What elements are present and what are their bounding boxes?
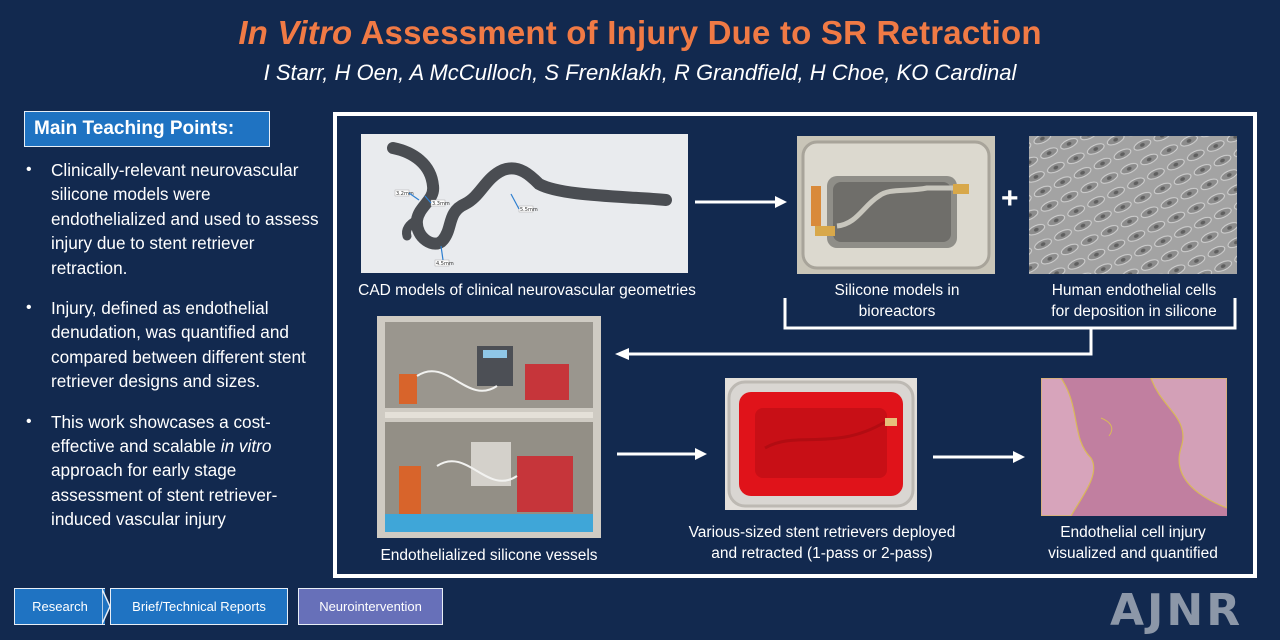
cad-model-image: 3.2mm 3.3mm 5.5mm 4.5mm	[361, 134, 688, 273]
stent-caption-line: Various-sized stent retrievers deployed	[688, 524, 956, 541]
bullet-icon: •	[26, 299, 32, 317]
cells-caption: Human endothelial cells for deposition i…	[1029, 280, 1239, 322]
cad-label-box	[434, 259, 450, 267]
workflow-panel: 3.2mm 3.3mm 5.5mm 4.5mm CAD models of cl…	[333, 112, 1257, 578]
teaching-point-1: • Clinically-relevant neurovascular silic…	[24, 158, 324, 280]
teaching-point-text: approach for early stage assessment of s…	[51, 460, 278, 530]
cells-caption-line: Human endothelial cells	[1051, 282, 1217, 299]
arrow-right-icon	[933, 451, 1025, 463]
teaching-point-text: This work showcases a cost-effective and…	[51, 411, 271, 457]
cad-label: 5.5mm	[520, 207, 538, 213]
tag-brief-technical-reports[interactable]: Brief/Technical Reports	[110, 588, 288, 625]
tag-arrow-point-icon	[102, 588, 111, 625]
title-rest: Assessment of Injury Due to SR Retractio…	[352, 14, 1042, 51]
injury-microscopy-image	[1041, 378, 1227, 516]
teaching-point-2: • Injury, defined as endothelial denudati…	[24, 296, 324, 394]
endothelialized-vessels-image	[377, 316, 601, 538]
vessels-caption: Endothelialized silicone vessels	[380, 547, 598, 564]
cad-vessel-drawing: 3.2mm 3.3mm 5.5mm 4.5mm	[387, 142, 672, 267]
bullet-icon: •	[26, 161, 32, 178]
teaching-point-3: • This work showcases a cost-effective an…	[24, 410, 324, 532]
cells-caption-line: for deposition in silicone	[1051, 303, 1217, 320]
teaching-points-list: • Clinically-relevant neurovascular silic…	[24, 158, 324, 548]
injury-caption: Endothelial cell injury visualized and q…	[1027, 522, 1239, 564]
silicone-bioreactor-image	[797, 136, 995, 274]
bullet-icon: •	[26, 412, 32, 430]
teaching-point-text: Clinically-relevant neurovascular silico…	[51, 160, 319, 278]
arrow-right-icon	[617, 448, 707, 460]
stent-caption-line: and retracted (1-pass or 2-pass)	[711, 545, 933, 562]
cad-label: 4.5mm	[436, 261, 454, 267]
cad-measure-markers	[408, 192, 520, 261]
arrow-right-icon	[695, 196, 787, 208]
silicone-caption-line: bioreactors	[858, 303, 936, 320]
title-italic: In Vitro	[238, 14, 353, 51]
cad-caption: CAD models of clinical neurovascular geo…	[358, 282, 696, 299]
stent-caption: Various-sized stent retrievers deployed …	[667, 522, 977, 564]
tag-research[interactable]: Research	[14, 588, 105, 625]
teaching-point-italic: in vitro	[220, 436, 272, 457]
stent-retriever-image	[725, 378, 917, 510]
teaching-points-heading: Main Teaching Points:	[24, 111, 270, 147]
ajnr-logo: AJNR	[1110, 585, 1244, 636]
cad-label: 3.3mm	[432, 201, 450, 207]
page-title: In Vitro Assessment of Injury Due to SR …	[0, 14, 1280, 52]
teaching-point-text: Injury, defined as endothelial denudatio…	[51, 298, 306, 392]
silicone-caption: Silicone models in bioreactors	[807, 280, 987, 322]
tag-neurointervention[interactable]: Neurointervention	[298, 588, 443, 625]
cad-label: 3.2mm	[396, 191, 414, 197]
injury-caption-line: visualized and quantified	[1048, 545, 1218, 562]
silicone-caption-line: Silicone models in	[834, 282, 960, 299]
bracket-return-arrow-icon	[615, 298, 1237, 360]
plus-icon: +	[1001, 182, 1019, 215]
injury-caption-line: Endothelial cell injury	[1060, 524, 1206, 541]
endothelial-cells-image	[1029, 136, 1237, 274]
authors: I Starr, H Oen, A McCulloch, S Frenklakh…	[263, 60, 1017, 85]
